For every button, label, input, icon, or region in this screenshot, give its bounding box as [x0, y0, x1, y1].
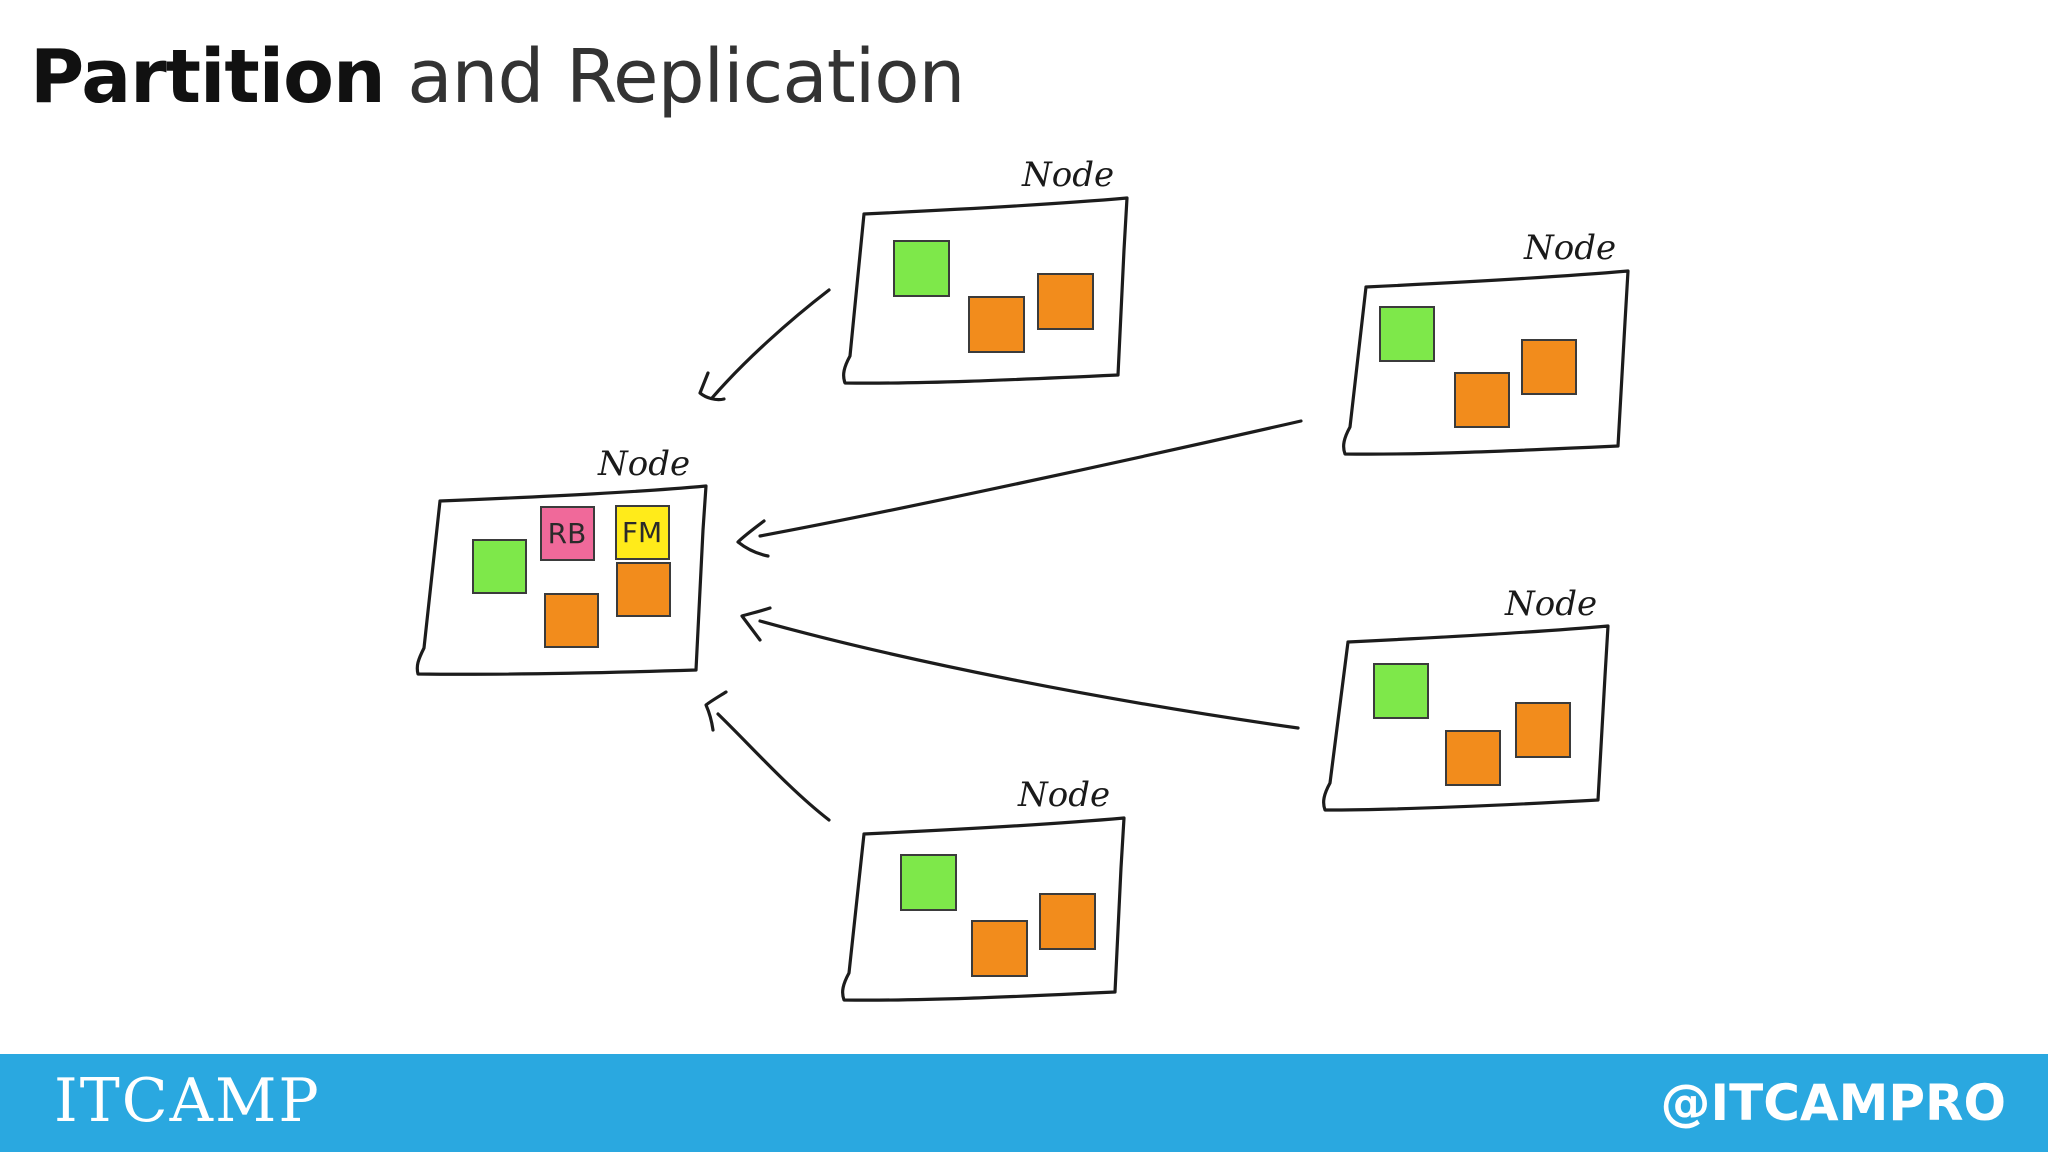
- orange-shard: [616, 562, 671, 617]
- node-replica-lower-right: Node: [1322, 584, 1610, 812]
- node-label: Node: [1523, 228, 1616, 268]
- orange-shard: [544, 593, 599, 648]
- orange-shard: [1445, 730, 1501, 786]
- note-fm-text: FM: [622, 516, 662, 549]
- node-frame: [841, 816, 1126, 1002]
- node-replica-bottom: Node: [841, 775, 1126, 1002]
- node-frame: [415, 484, 708, 676]
- orange-shard: [1521, 339, 1577, 395]
- green-shard: [1379, 306, 1435, 362]
- twitter-handle: @ITCAMPRO: [1660, 1074, 2006, 1132]
- footer-bar: ITCAMP @ITCAMPRO: [0, 1054, 2048, 1152]
- node-frame: [1342, 269, 1630, 456]
- slide-title: Partition and Replication: [30, 34, 965, 120]
- node-primary: Node RB FM: [415, 444, 708, 676]
- arrow-head: [740, 606, 772, 642]
- node-replica-top: Node: [842, 155, 1129, 385]
- arrow-head: [698, 371, 726, 402]
- title-rest: and Replication: [384, 34, 965, 120]
- orange-shard: [1037, 273, 1094, 330]
- note-rb-text: RB: [548, 517, 587, 550]
- orange-shard: [968, 296, 1025, 353]
- itcamp-logo: ITCAMP: [54, 1066, 321, 1136]
- replication-diagram: Node RB FM Node Node Node Node: [415, 155, 1630, 1002]
- green-shard: [472, 539, 527, 594]
- note-fm: [615, 505, 670, 560]
- orange-shard: [1039, 893, 1096, 950]
- note-rb: [540, 506, 595, 561]
- arrow-from-upper-right: [758, 419, 1303, 538]
- green-shard: [1373, 663, 1429, 719]
- green-shard: [900, 854, 957, 911]
- node-replica-upper-right: Node: [1342, 228, 1630, 456]
- node-label: Node: [1021, 155, 1114, 195]
- orange-shard: [1454, 372, 1510, 428]
- node-frame: [842, 196, 1129, 385]
- arrow-from-lower-right: [758, 619, 1300, 730]
- arrow-head: [736, 519, 770, 558]
- arrow-from-top: [710, 288, 831, 400]
- node-label: Node: [1504, 584, 1597, 624]
- green-shard: [893, 240, 950, 297]
- node-label: Node: [1017, 775, 1110, 815]
- replication-arrows: [698, 288, 1303, 822]
- arrow-head: [704, 690, 728, 732]
- arrow-from-bottom: [716, 712, 831, 822]
- orange-shard: [1515, 702, 1571, 758]
- node-label: Node: [597, 444, 690, 484]
- orange-shard: [971, 920, 1028, 977]
- title-strong: Partition: [30, 34, 386, 120]
- node-frame: [1322, 624, 1610, 812]
